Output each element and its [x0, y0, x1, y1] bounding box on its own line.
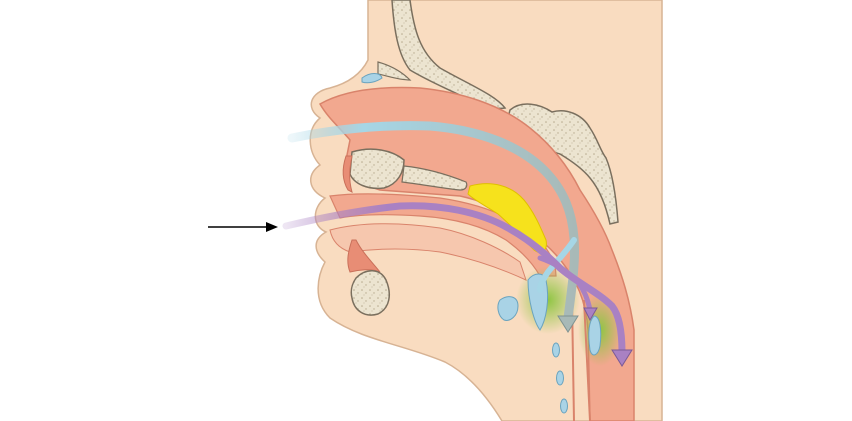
trachea-ring [560, 398, 568, 414]
air-flow-branch [537, 237, 577, 293]
food-flow-branch [537, 255, 593, 313]
air-flow-arrowhead [557, 315, 579, 333]
esophagus-wall [583, 299, 591, 421]
food-flow-path [282, 202, 626, 356]
upper-lip-tissue [342, 155, 353, 193]
food-flow-arrowhead [611, 349, 633, 367]
nasal-bone-lower [377, 61, 412, 81]
esophagus-cartilage [588, 315, 602, 356]
trachea-ring [556, 370, 564, 386]
lower-lip-frenulum [347, 239, 381, 273]
hard-palate-bone [349, 148, 405, 190]
hyoid-cartilage [497, 296, 519, 321]
food-flow-branch-arrowhead [583, 307, 598, 322]
nasal-cartilage [361, 73, 383, 84]
trachea-ring [552, 342, 560, 358]
air-flow-path [287, 121, 580, 323]
arrow-right-icon-head [266, 222, 278, 232]
mandible-bone [350, 270, 391, 316]
palate-bone-extension [401, 165, 468, 191]
